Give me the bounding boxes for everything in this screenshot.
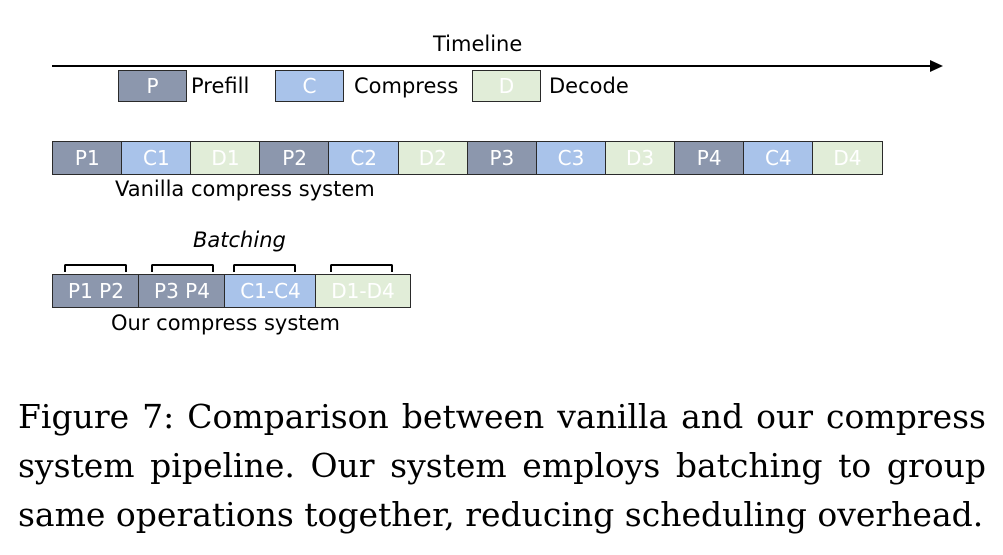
vanilla-block: P3 — [466, 141, 538, 175]
vanilla-block: P2 — [259, 141, 330, 175]
vanilla-label: Vanilla compress system — [115, 177, 375, 201]
legend-compress-label: Compress — [354, 74, 459, 98]
vanilla-block: C3 — [535, 141, 607, 175]
timeline-label: Timeline — [433, 32, 523, 56]
legend-compress-swatch: C — [275, 70, 344, 102]
vanilla-block: P4 — [673, 141, 745, 175]
batch-brace — [151, 264, 214, 272]
batch-brace — [330, 264, 393, 272]
legend-prefill-label: Prefill — [191, 74, 250, 98]
vanilla-block: D3 — [604, 141, 676, 175]
batch-brace — [233, 264, 296, 272]
vanilla-block: C4 — [743, 141, 814, 175]
legend-decode-swatch: D — [472, 70, 541, 102]
batching-annotation: Batching — [193, 228, 286, 252]
timeline-arrow-icon — [930, 60, 943, 72]
vanilla-block: P1 — [52, 141, 123, 175]
figure-caption: Figure 7: Comparison between vanilla and… — [18, 397, 986, 534]
vanilla-block: D2 — [397, 141, 469, 175]
vanilla-block: C1 — [121, 141, 192, 175]
vanilla-block: D4 — [812, 141, 883, 175]
batch-brace — [64, 264, 127, 272]
timeline-axis — [52, 65, 932, 67]
ours-block: D1-D4 — [315, 274, 411, 308]
legend-decode-label: Decode — [549, 74, 629, 98]
ours-block: P1 P2 — [52, 274, 140, 308]
ours-block: P3 P4 — [138, 274, 226, 308]
ours-label: Our compress system — [111, 311, 340, 335]
ours-block: C1-C4 — [224, 274, 317, 308]
legend-prefill-swatch: P — [118, 70, 187, 102]
vanilla-block: C2 — [328, 141, 399, 175]
vanilla-block: D1 — [190, 141, 261, 175]
